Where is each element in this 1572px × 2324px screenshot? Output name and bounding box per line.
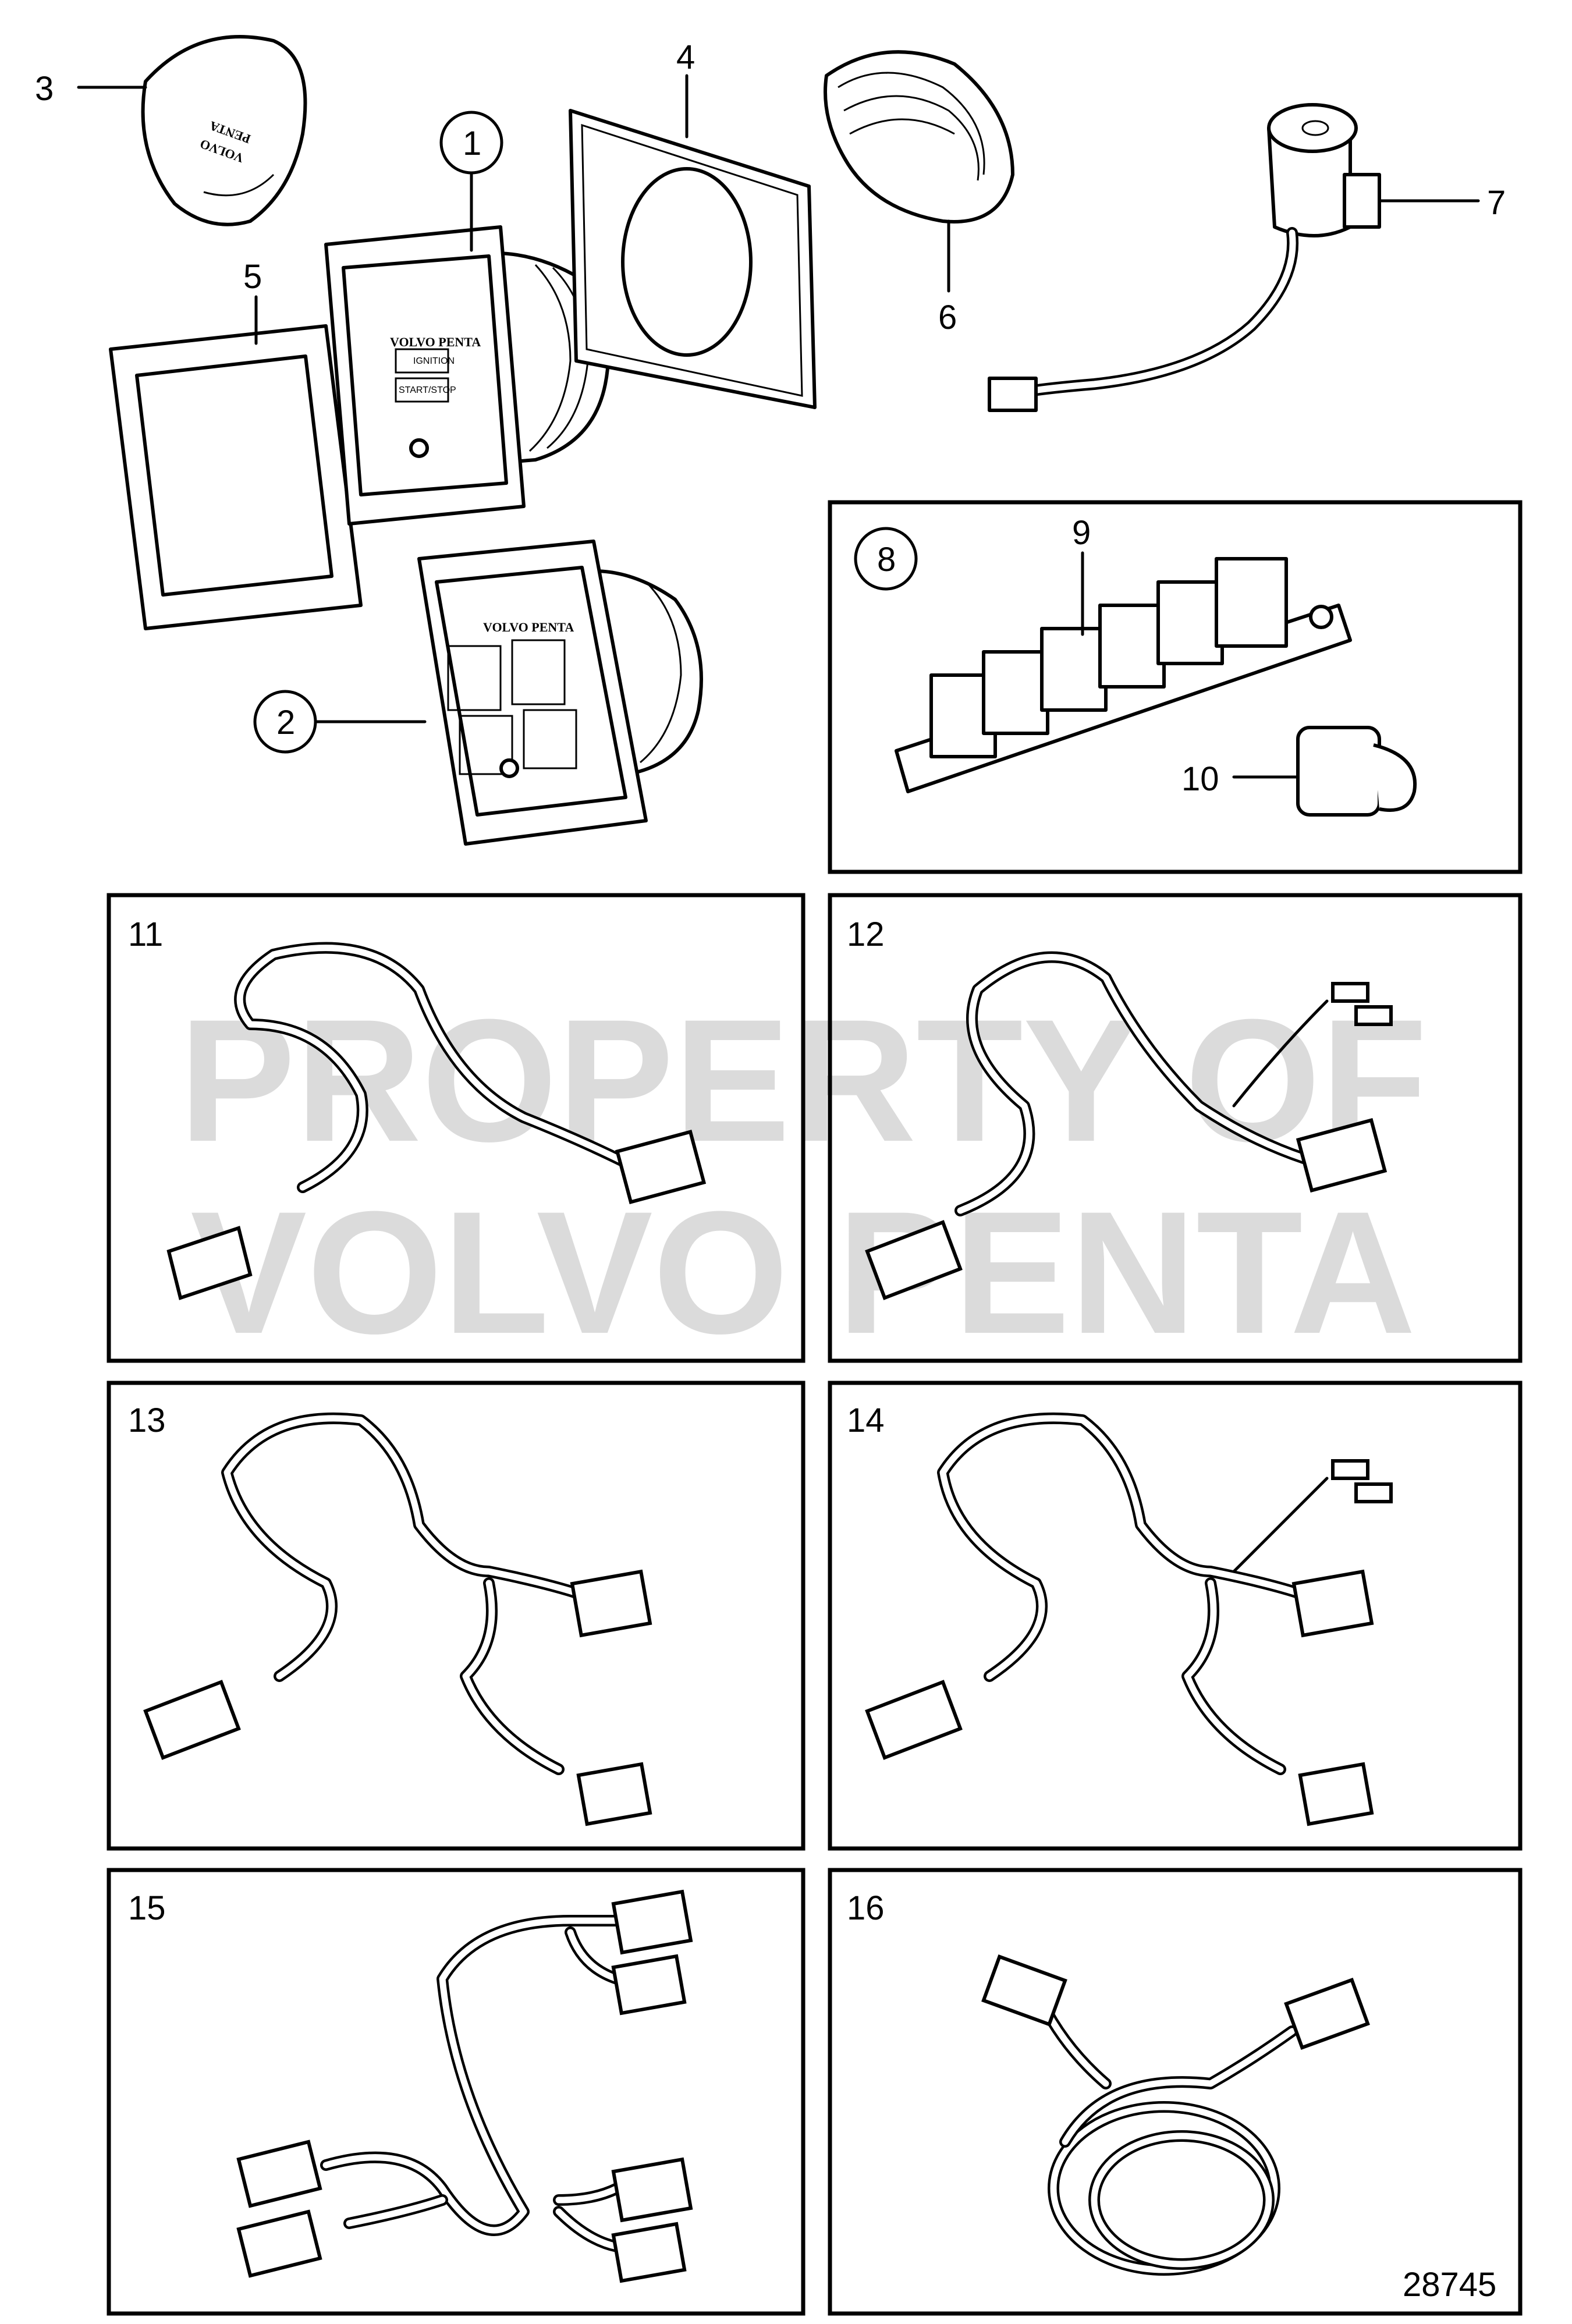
panel-14-frame <box>828 1381 1523 1851</box>
callout-9: 9 <box>1072 514 1091 552</box>
figure-number: 28745 <box>1403 2266 1496 2304</box>
part-6-nut <box>824 50 1014 223</box>
panel-14-label: 14 <box>847 1402 885 1439</box>
panel-12-label: 12 <box>847 916 885 953</box>
part-9-junction-block <box>895 557 1352 793</box>
panel2-brand: VOLVO PENTA <box>483 620 574 634</box>
part-5-frame <box>109 324 363 630</box>
panel-15-frame <box>107 1868 805 2316</box>
harness-16 <box>981 1954 1370 2276</box>
panel-16-label: 16 <box>847 1889 885 1927</box>
part-2-dual-panel: VOLVO PENTA <box>417 540 703 846</box>
harness-11 <box>166 942 707 1300</box>
panel1-ignition-label: IGNITION <box>413 356 455 366</box>
part-4-gasket <box>569 109 817 409</box>
harness-12 <box>865 951 1393 1300</box>
panel1-brand: VOLVO PENTA <box>390 335 481 349</box>
panel-16-frame <box>828 1868 1523 2316</box>
part-7-buzzer <box>988 103 1381 412</box>
callout-8: 8 <box>877 541 896 579</box>
callout-10: 10 <box>1181 760 1219 798</box>
harness-14 <box>865 1412 1393 1826</box>
panel-12-frame <box>828 893 1523 1363</box>
part-10-plug-cap <box>1296 726 1417 817</box>
callout-3: 3 <box>35 70 54 108</box>
callout-1: 1 <box>463 125 481 162</box>
panel1-startstop-label: START/STOP <box>399 385 456 395</box>
panel-11-frame <box>107 893 805 1363</box>
part-3-key-cap: VOLVO PENTA <box>141 35 307 226</box>
panel-11-label: 11 <box>128 916 163 953</box>
callout-2: 2 <box>276 704 295 741</box>
callout-5: 5 <box>243 258 262 296</box>
callout-4: 4 <box>676 38 695 76</box>
callout-8-circle <box>854 527 918 591</box>
callout-7: 7 <box>1487 184 1506 222</box>
panel-8-frame <box>828 500 1523 874</box>
panel-15-label: 15 <box>128 1889 166 1927</box>
callout-6: 6 <box>938 299 957 336</box>
panel-13-label: 13 <box>128 1402 166 1439</box>
part-1-ignition-panel: VOLVO PENTA IGNITION START/STOP <box>324 225 610 526</box>
harness-13 <box>143 1412 652 1826</box>
panel-13-frame <box>107 1381 805 1851</box>
harness-15 <box>236 1889 693 2283</box>
